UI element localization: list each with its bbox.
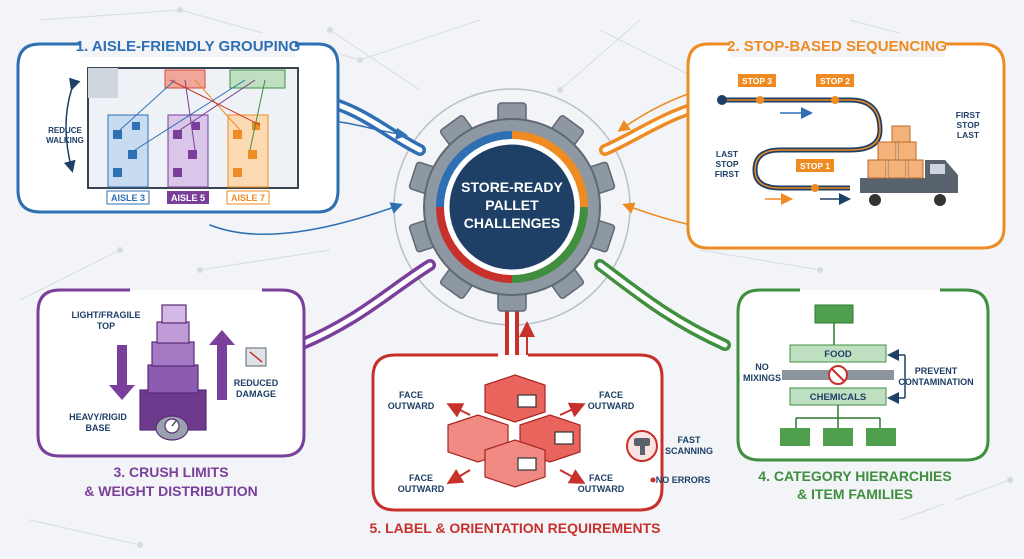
panel4-title-line2: & ITEM FAMILIES: [797, 486, 913, 502]
face-bl-line2: OUTWARD: [398, 484, 445, 494]
last-stop-line2: STOP: [716, 159, 739, 169]
heavy-rigid-line2: BASE: [85, 423, 110, 433]
gear-icon: STORE-READY PALLET CHALLENGES: [408, 102, 616, 312]
box-stack-icon: [139, 304, 207, 441]
center-line1: STORE-READY: [461, 179, 563, 195]
face-br-line2: OUTWARD: [578, 484, 625, 494]
reduce-walking-line2: WALKING: [46, 136, 84, 145]
fast-scanning-line1: FAST: [677, 435, 701, 445]
stop3-dot: [756, 96, 764, 104]
truck-icon: [860, 125, 958, 206]
panel2-title: 2. STOP-BASED SEQUENCING: [727, 38, 947, 55]
root-node: [814, 304, 854, 324]
center-hub: [446, 141, 578, 273]
heavy-rigid-line1: HEAVY/RIGID: [69, 412, 127, 422]
face-bl-line1: FACE: [409, 473, 433, 483]
reduced-damage-line2: DAMAGE: [236, 389, 276, 399]
face-tl-line2: OUTWARD: [388, 401, 435, 411]
aisle-label-7: AISLE 7: [231, 193, 265, 203]
no-errors-label: NO ERRORS: [656, 475, 711, 485]
face-br-line1: FACE: [589, 473, 613, 483]
stop2-label: STOP 2: [820, 76, 850, 86]
reduce-walking-line1: REDUCE: [48, 126, 82, 135]
light-fragile-line2: TOP: [97, 321, 115, 331]
no-mixings-line1: NO: [755, 362, 769, 372]
aisle-label-5: AISLE 5: [171, 193, 205, 203]
up-arrow-icon: [209, 330, 235, 400]
first-stop-line3: LAST: [957, 130, 980, 140]
face-tl-line1: FACE: [399, 390, 423, 400]
face-tr-line2: OUTWARD: [588, 401, 635, 411]
aisle-label-3: AISLE 3: [111, 193, 145, 203]
scanner-icon: [626, 430, 658, 462]
stop1-label: STOP 1: [800, 161, 830, 171]
center-line2: PALLET: [485, 197, 539, 213]
last-stop-line3: FIRST: [715, 169, 740, 179]
stop1-dot: [811, 184, 819, 192]
food-node: [789, 344, 887, 363]
panel4-title-line1: 4. CATEGORY HIERARCHIES: [758, 468, 951, 484]
panel-category-hierarchies: FOOD CHEMICALS NO MIXINGS PREVENT CONTAM…: [736, 288, 990, 504]
light-fragile-line1: LIGHT/FRAGILE: [72, 310, 141, 320]
chemicals-label: CHEMICALS: [810, 392, 866, 403]
last-stop-line1: LAST: [716, 149, 739, 159]
prevent-line2: CONTAMINATION: [898, 377, 973, 387]
first-stop-line2: STOP: [957, 120, 980, 130]
panel-crush-limits: LIGHT/FRAGILE TOP HEAVY/RIGID BASE REDUC…: [36, 288, 306, 503]
panel-label-orientation: FACE OUTWARD FACE OUTWARD FACE OUTWARD F…: [365, 353, 713, 539]
panel5-title: 5. LABEL & ORIENTATION REQUIREMENTS: [370, 520, 661, 536]
food-label: FOOD: [824, 349, 852, 360]
prevent-line1: PREVENT: [915, 366, 958, 376]
panel-stop-sequencing: 2. STOP-BASED SEQUENCING STOP 3 STOP 2 S…: [686, 33, 1006, 250]
no-mixings-line2: MIXINGS: [743, 373, 781, 383]
first-stop-line1: FIRST: [956, 110, 981, 120]
panel-aisle-grouping: 1. AISLE-FRIENDLY GROUPING REDUCE WALKIN…: [16, 33, 340, 214]
reduced-damage-line1: REDUCED: [234, 378, 279, 388]
panel3-title-line2: & WEIGHT DISTRIBUTION: [84, 483, 257, 499]
stop2-dot: [831, 96, 839, 104]
fast-scanning-line2: SCANNING: [665, 446, 713, 456]
panel1-title: 1. AISLE-FRIENDLY GROUPING: [76, 38, 300, 55]
face-tr-line1: FACE: [599, 390, 623, 400]
panel3-title-line1: 3. CRUSH LIMITS: [113, 464, 228, 480]
stop3-label: STOP 3: [742, 76, 772, 86]
labeled-boxes-icon: [447, 374, 581, 488]
down-arrow-icon: [109, 345, 135, 400]
damage-icon: [245, 347, 267, 367]
center-line3: CHALLENGES: [464, 215, 560, 231]
